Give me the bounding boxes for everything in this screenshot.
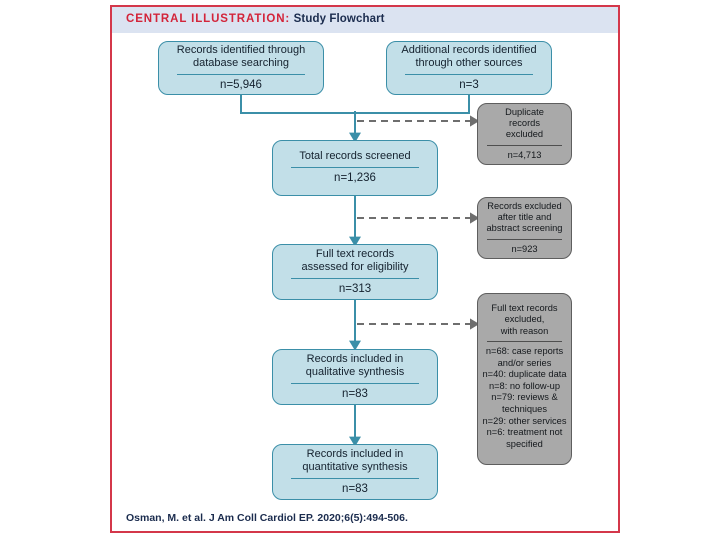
node-divider — [291, 382, 419, 384]
figure-title: Study Flowchart — [293, 13, 385, 25]
node-title: Full text records excluded, with reason — [491, 303, 558, 336]
flowchart-body: Records identified through database sear… — [112, 33, 618, 531]
node-duplicate-records-excluded[interactable]: Duplicate records excluded n=4,713 — [477, 103, 572, 165]
node-count: n=83 — [342, 482, 368, 495]
node-title: Additional records identified through ot… — [401, 43, 537, 69]
node-title: Records included in qualitative synthesi… — [305, 352, 405, 378]
banner-text: CENTRAL ILLUSTRATION: Study Flowchart — [126, 13, 385, 25]
node-divider — [487, 238, 562, 240]
node-title: Records identified through database sear… — [176, 43, 306, 69]
central-illustration-label: CENTRAL ILLUSTRATION: — [126, 13, 291, 25]
node-divider — [177, 73, 305, 75]
node-count: n=313 — [338, 282, 372, 295]
header-banner: CENTRAL ILLUSTRATION: Study Flowchart — [112, 7, 618, 33]
node-divider — [487, 144, 562, 146]
node-divider — [291, 477, 419, 479]
node-divider — [291, 167, 419, 169]
node-divider — [487, 340, 562, 342]
node-full-text-assessed[interactable]: Full text records assessed for eligibili… — [272, 244, 438, 300]
node-exclusion-reasons: n=68: case reports and/or series n=40: d… — [482, 345, 567, 449]
node-title: Records excluded after title and abstrac… — [486, 200, 563, 234]
node-divider — [291, 277, 419, 279]
node-count: n=4,713 — [507, 149, 542, 160]
node-qualitative-synthesis[interactable]: Records included in qualitative synthesi… — [272, 349, 438, 405]
node-excluded-title-abstract[interactable]: Records excluded after title and abstrac… — [477, 197, 572, 259]
node-full-text-excluded-with-reason[interactable]: Full text records excluded, with reason … — [477, 293, 572, 465]
node-title: Total records screened — [299, 150, 411, 163]
node-count: n=5,946 — [220, 78, 262, 91]
central-illustration-frame: CENTRAL ILLUSTRATION: Study Flowchart — [110, 5, 620, 533]
node-total-records-screened[interactable]: Total records screened n=1,236 — [272, 140, 438, 196]
node-additional-records-other-sources[interactable]: Additional records identified through ot… — [386, 41, 552, 95]
connector-layer — [240, 95, 480, 447]
citation-text: Osman, M. et al. J Am Coll Cardiol EP. 2… — [126, 512, 408, 524]
node-count: n=923 — [511, 243, 538, 254]
node-records-identified-database[interactable]: Records identified through database sear… — [158, 41, 324, 95]
node-count: n=3 — [459, 78, 479, 91]
node-divider — [405, 73, 533, 75]
node-count: n=83 — [342, 387, 368, 400]
node-quantitative-synthesis[interactable]: Records included in quantitative synthes… — [272, 444, 438, 500]
node-title: Duplicate records excluded — [505, 106, 544, 140]
node-title: Records included in quantitative synthes… — [302, 447, 408, 473]
node-title: Full text records assessed for eligibili… — [301, 247, 409, 273]
connector-identification-merge — [240, 95, 470, 143]
node-count: n=1,236 — [334, 172, 376, 185]
